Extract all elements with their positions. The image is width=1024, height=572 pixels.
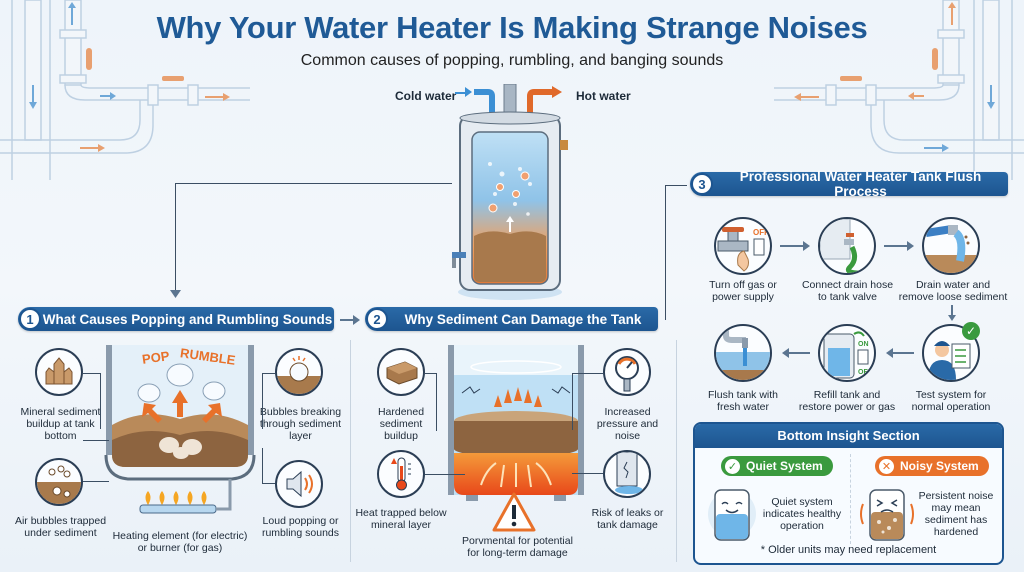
section-divider <box>350 340 351 562</box>
arrow-left-icon <box>782 348 810 358</box>
section-2-banner: 2 Why Sediment Can Damage the Tank <box>365 307 658 331</box>
check-badge-icon: ✓ <box>962 322 980 340</box>
hot-water-label: Hot water <box>576 89 631 103</box>
step-technician-checklist-icon[interactable] <box>922 324 980 382</box>
section-1-banner: 1 What Causes Popping and Rumbling Sound… <box>18 307 334 331</box>
step-4-label: Test system for normal operation <box>911 389 991 413</box>
callout-connector <box>262 448 275 484</box>
noisy-tank-icon <box>860 489 914 541</box>
callout-connector <box>572 446 603 474</box>
svg-text:ON: ON <box>858 341 869 348</box>
crystal-icon <box>35 348 83 396</box>
callout-connector <box>83 373 101 429</box>
section-divider <box>676 340 677 562</box>
noisy-system-label: Noisy System <box>900 459 979 473</box>
sediment-tank-illustration <box>104 345 256 514</box>
connector-section2-to-section3 <box>665 185 666 320</box>
connector-hero-to-section1 <box>175 183 452 184</box>
connector-horizontal <box>665 185 687 186</box>
callout-mineral-sediment: Mineral sediment buildup at tank bottom <box>20 406 101 442</box>
svg-text:OFF: OFF <box>753 228 769 237</box>
warning-icon <box>492 492 536 532</box>
arrow-down-icon <box>170 290 181 298</box>
step-1-label: Turn off gas or power supply <box>709 279 777 303</box>
bottom-insight-section: Bottom Insight Section ✓ Quiet System Qu… <box>693 422 1004 565</box>
happy-tank-icon <box>708 489 756 541</box>
step-5-label: Refill tank and restore power or gas <box>798 389 896 413</box>
callout-air-bubbles: Air bubbles trapped under sediment <box>14 515 107 539</box>
cold-water-label: Cold water <box>395 89 457 103</box>
quiet-system-text: Quiet system indicates healthy operation <box>762 496 842 532</box>
quiet-system-label: Quiet System <box>746 459 823 473</box>
speaker-icon <box>275 460 323 508</box>
callout-loud-sounds: Loud popping or rumbling sounds <box>261 515 340 539</box>
callout-connector <box>425 474 465 475</box>
callout-connector <box>425 373 437 431</box>
insight-divider <box>850 454 851 544</box>
connector-vertical <box>175 183 176 293</box>
callout-connector <box>83 440 109 482</box>
step-drain-hose-icon[interactable] <box>818 217 876 275</box>
step-refill-switch-icon[interactable]: ON OF <box>818 324 876 382</box>
x-icon: ✕ <box>879 458 894 474</box>
bubble-burst-icon <box>275 348 323 396</box>
callout-increased-pressure: Increased pressure and noise <box>596 406 659 442</box>
thermometer-icon <box>377 450 425 498</box>
callout-heat-trapped: Heat trapped below mineral layer <box>355 507 447 531</box>
step-drain-water-icon[interactable] <box>922 217 980 275</box>
pipe-decoration-right <box>774 0 1024 180</box>
long-term-damage-label: Porvmental for potential for long-term d… <box>462 535 573 559</box>
step-6-label: Flush tank with fresh water <box>707 389 779 413</box>
step-2-label: Connect drain hose to tank valve <box>801 279 894 303</box>
quiet-system-badge: ✓ Quiet System <box>721 456 833 476</box>
arrow-right-icon <box>780 241 810 251</box>
insight-title: Bottom Insight Section <box>695 424 1002 448</box>
svg-text:OF: OF <box>858 369 868 376</box>
air-bubbles-icon <box>35 458 83 506</box>
page-subtitle: Common causes of popping, rumbling, and … <box>300 52 724 69</box>
section-number: 3 <box>691 173 713 195</box>
sediment-block-icon <box>377 348 425 396</box>
callout-connector <box>262 373 275 429</box>
pressure-gauge-icon <box>603 348 651 396</box>
section-title: Professional Water Heater Tank Flush Pro… <box>739 169 982 199</box>
page-title: Why Your Water Heater Is Making Strange … <box>156 10 868 45</box>
noisy-system-badge: ✕ Noisy System <box>875 456 989 476</box>
heating-element-label: Heating element (for electric) or burner… <box>112 530 248 554</box>
section-title: What Causes Popping and Rumbling Sounds <box>42 311 333 327</box>
cracked-pipe-icon <box>603 450 651 498</box>
arrow-right-icon <box>340 315 360 325</box>
callout-bubbles-breaking: Bubbles breaking through sediment layer <box>259 406 342 442</box>
section-number: 1 <box>19 308 41 330</box>
arrow-down-icon <box>948 305 956 321</box>
step-flush-faucet-icon[interactable] <box>714 324 772 382</box>
section-number: 2 <box>366 308 388 330</box>
section-title: Why Sediment Can Damage the Tank <box>404 311 642 327</box>
damaged-tank-illustration <box>448 345 584 501</box>
pipe-decoration-left <box>0 0 250 180</box>
step-valve-off-icon[interactable]: OFF <box>714 217 772 275</box>
section-3-banner: 3 Professional Water Heater Tank Flush P… <box>690 169 1008 199</box>
callout-hardened-sediment: Hardened sediment buildup <box>377 406 425 442</box>
step-3-label: Drain water and remove loose sediment <box>898 279 1008 303</box>
arrow-right-icon <box>884 241 914 251</box>
insight-footnote: * Older units may need replacement <box>760 544 937 556</box>
arrow-left-icon <box>886 348 914 358</box>
callout-risk-leaks: Risk of leaks or tank damage <box>591 507 664 531</box>
noisy-system-text: Persistent noise may mean sediment has h… <box>918 490 994 538</box>
callout-connector <box>572 373 603 430</box>
water-heater-illustration <box>452 84 568 300</box>
check-icon: ✓ <box>725 458 740 474</box>
